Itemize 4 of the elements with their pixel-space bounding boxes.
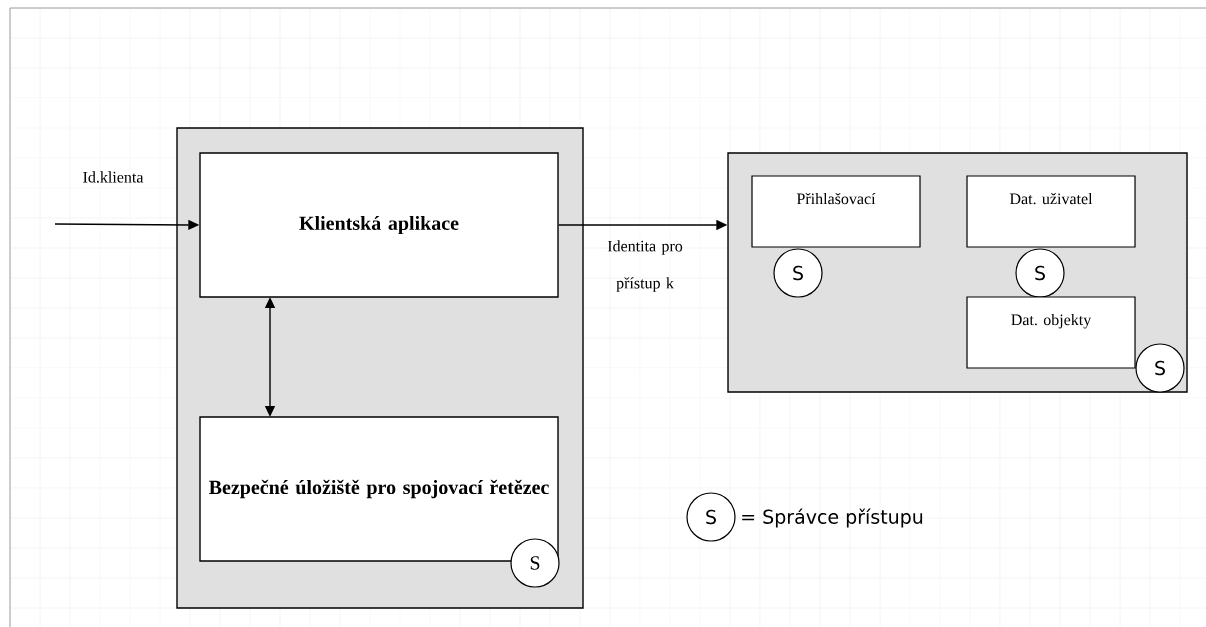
legend-text: = Správce přístupu: [742, 508, 923, 528]
edge-label: Id.klienta: [83, 171, 144, 183]
edge-label: Identita pro přístup k: [607, 240, 683, 292]
process-box: Klientská aplikace: [199, 152, 559, 298]
